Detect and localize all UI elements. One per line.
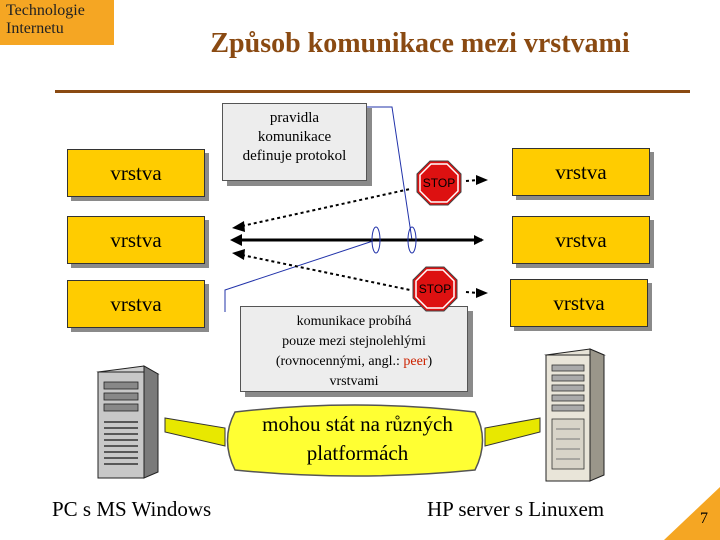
peer-note-line-2: pouze mezi stejnolehlými xyxy=(282,334,426,349)
course-badge: Technologie Internetu xyxy=(0,0,114,45)
badge-line-1: Technologie xyxy=(6,2,85,19)
top-dotted-arrow xyxy=(465,179,479,182)
left-layer-middle: vrstva xyxy=(67,216,205,264)
protocol-note-line-3: definuje protokol xyxy=(242,148,347,164)
platform-bubble: mohou stát na různých platformách xyxy=(215,410,500,468)
protocol-note-line-2: komunikace xyxy=(257,129,332,145)
platform-bubble-line-1: mohou stát na různých xyxy=(262,412,453,436)
middle-arrow-head-left xyxy=(230,234,242,246)
peer-note-line-3-suffix: ) xyxy=(427,354,433,369)
protocol-note-line-1: pravidla xyxy=(269,110,320,126)
peer-note-line-3-prefix: (rovnocennými, angl.: xyxy=(275,354,404,369)
note-bottom-pointer xyxy=(224,239,377,312)
bottom-dotted-arrow xyxy=(465,291,479,294)
page-number: 7 xyxy=(700,510,708,527)
lower-dotted-arrow xyxy=(241,254,411,291)
peer-note-line-3: (rovnocennými, angl.: peer) xyxy=(241,352,467,372)
badge-line-2: Internetu xyxy=(6,20,64,37)
stop-sign-bottom: STOP xyxy=(412,266,458,312)
pc-tower-icon xyxy=(96,365,160,479)
slide-title: Způsob komunikace mezi vrstvami xyxy=(210,28,630,59)
peer-note-line-1: komunikace probíhá xyxy=(296,314,412,329)
left-layer-top: vrstva xyxy=(67,149,205,197)
server-tower-icon xyxy=(544,348,606,482)
protocol-note: pravidla komunikace definuje protokol xyxy=(222,103,367,181)
right-layer-middle: vrstva xyxy=(512,216,650,264)
stop-sign-top-label: STOP xyxy=(422,176,456,190)
lower-dotted-arrow-head xyxy=(232,249,245,260)
left-layer-bottom: vrstva xyxy=(67,280,205,328)
peer-term: peer xyxy=(403,354,428,369)
pc-caption: PC s MS Windows xyxy=(52,497,212,521)
right-layer-top: vrstva xyxy=(512,148,650,196)
right-layer-bottom: vrstva xyxy=(510,279,648,327)
note-top-pointer xyxy=(367,106,413,241)
bubble-connector-right xyxy=(484,417,541,447)
interface-ellipse-1 xyxy=(371,226,381,254)
peer-note: komunikace probíhá pouze mezi stejnolehl… xyxy=(240,306,468,392)
upper-dotted-arrow-head xyxy=(232,221,245,232)
platform-bubble-line-2: platformách xyxy=(306,441,409,465)
upper-dotted-arrow xyxy=(241,188,411,227)
title-divider xyxy=(55,90,690,93)
server-caption: HP server s Linuxem xyxy=(427,497,605,521)
stop-sign-icon xyxy=(412,266,458,312)
stop-sign-top: STOP xyxy=(416,160,462,206)
top-dotted-arrow-head xyxy=(476,175,488,185)
interface-ellipse-2 xyxy=(407,226,417,254)
bubble-shape xyxy=(226,404,484,477)
peer-note-line-4: vrstvami xyxy=(329,374,379,389)
stop-sign-icon xyxy=(416,160,462,206)
stop-sign-bottom-label: STOP xyxy=(418,282,452,296)
bottom-dotted-arrow-head xyxy=(476,288,488,298)
bubble-connector xyxy=(164,417,226,447)
